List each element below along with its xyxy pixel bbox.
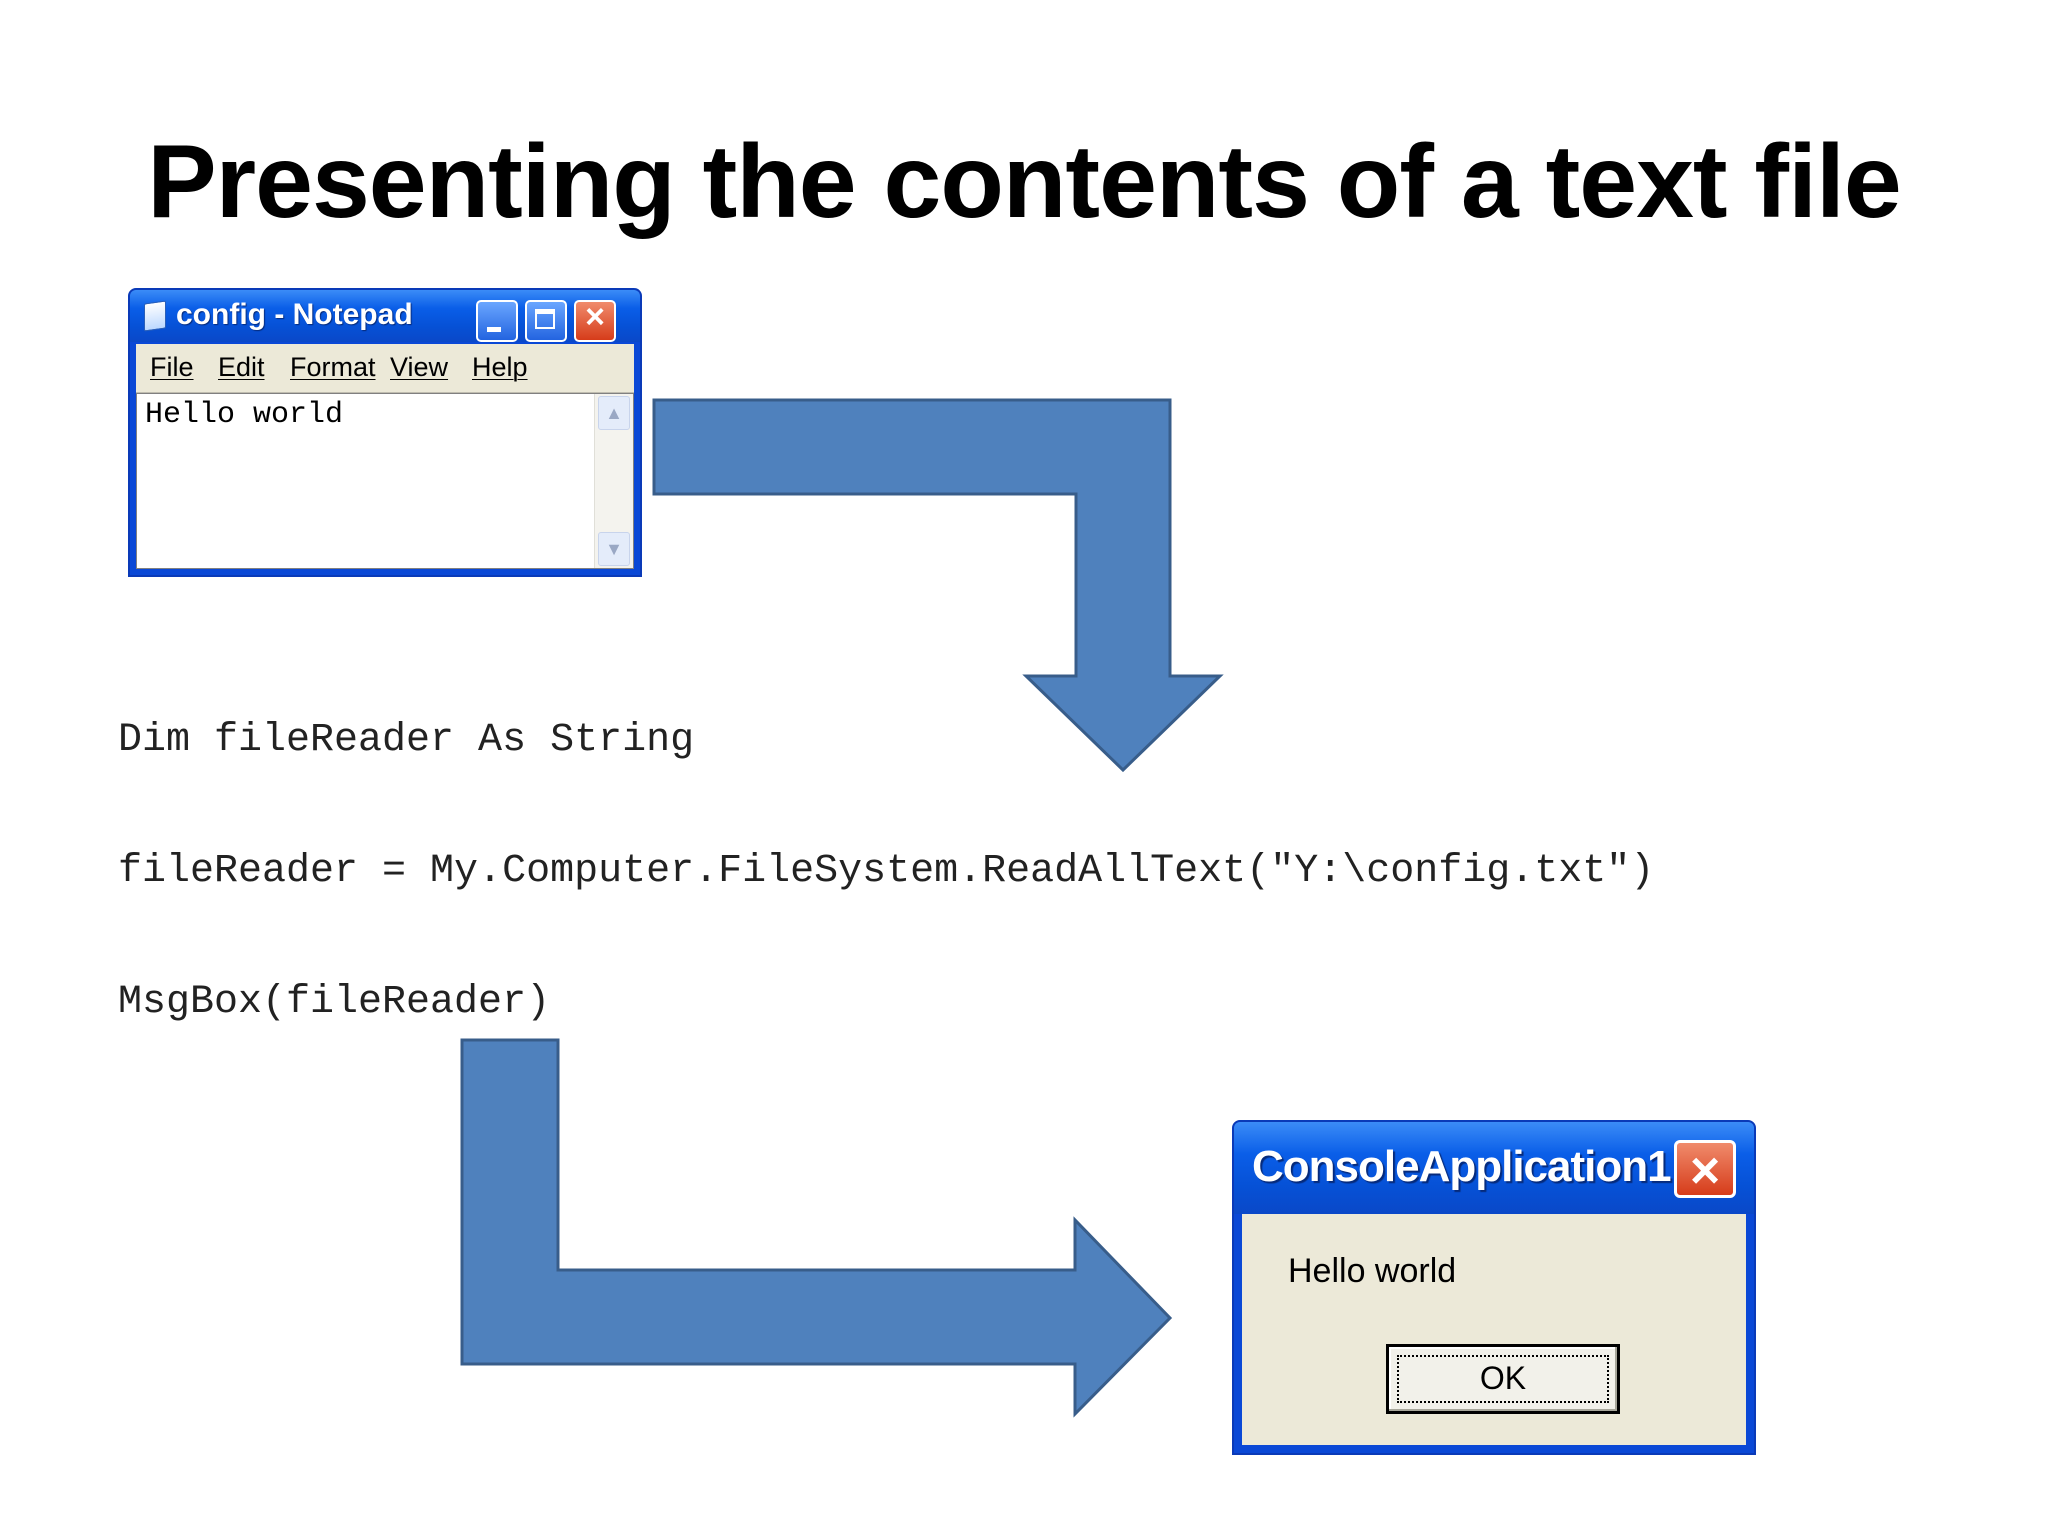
notepad-window: config - Notepad × File Edit Format View…	[128, 288, 642, 577]
arrow-code-to-msgbox	[460, 1038, 1173, 1418]
notepad-content: Hello world	[145, 398, 344, 432]
ok-button-label: OK	[1479, 1360, 1527, 1396]
minimize-icon	[487, 327, 501, 332]
msgbox-close-button[interactable]: ×	[1674, 1140, 1736, 1200]
msgbox-message: Hello world	[1288, 1252, 1457, 1290]
maximize-button[interactable]	[525, 300, 567, 342]
notepad-title: config - Notepad	[176, 298, 413, 331]
close-icon: ×	[585, 298, 605, 336]
minimize-button[interactable]	[476, 300, 518, 342]
notepad-menubar: File Edit Format View Help	[136, 344, 634, 393]
slide-title: Presenting the contents of a text file	[147, 124, 1901, 240]
scroll-down-icon[interactable]: ▼	[598, 532, 630, 566]
notepad-titlebar[interactable]: config - Notepad ×	[130, 290, 640, 342]
code-line-read: fileReader = My.Computer.FileSystem.Read…	[118, 849, 1655, 894]
close-button[interactable]: ×	[574, 298, 616, 342]
menu-file[interactable]: File	[150, 352, 194, 382]
msgbox-body: Hello world OK	[1242, 1214, 1746, 1445]
msgbox-titlebar[interactable]: ConsoleApplication1 ×	[1234, 1122, 1754, 1214]
code-line-msgbox: MsgBox(fileReader)	[118, 980, 551, 1025]
focus-rect	[1397, 1355, 1609, 1403]
maximize-icon	[535, 309, 555, 329]
menu-help[interactable]: Help	[472, 352, 528, 382]
msgbox-dialog: ConsoleApplication1 × Hello world OK	[1232, 1120, 1756, 1455]
menu-edit[interactable]: Edit	[218, 352, 265, 382]
close-icon: ×	[1689, 1142, 1721, 1200]
msgbox-title: ConsoleApplication1	[1252, 1142, 1672, 1191]
vertical-scrollbar[interactable]: ▲ ▼	[594, 394, 633, 568]
code-line-declare: Dim fileReader As String	[118, 718, 695, 763]
ok-button[interactable]: OK	[1386, 1344, 1620, 1414]
notepad-app-icon	[144, 300, 166, 332]
arrow-notepad-to-code	[652, 398, 1224, 773]
scroll-up-icon[interactable]: ▲	[598, 396, 630, 430]
menu-format[interactable]: Format	[290, 352, 376, 382]
notepad-text-area[interactable]: Hello world ▲ ▼	[136, 393, 634, 569]
menu-view[interactable]: View	[390, 352, 449, 382]
